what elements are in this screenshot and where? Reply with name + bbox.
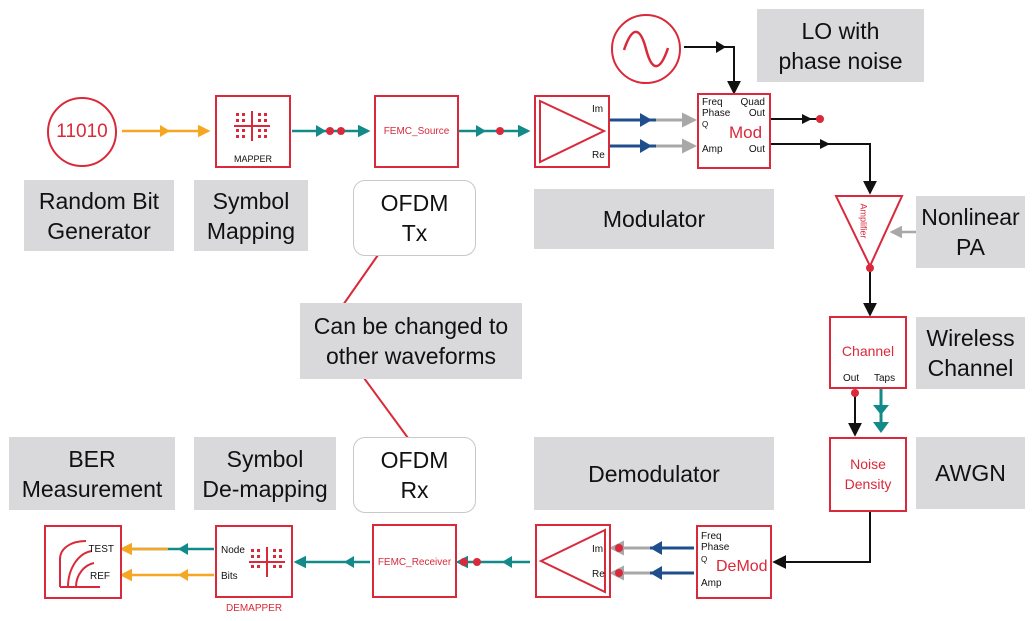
- wire-arrow-im: [640, 113, 652, 127]
- node-dot-dre: [615, 569, 623, 577]
- mod-freq-port: Freq: [702, 97, 723, 108]
- demod-block[interactable]: Freq Phase Q Amp DeMod: [696, 525, 772, 599]
- channel-title: Channel: [841, 343, 895, 359]
- node-dot-b: [337, 127, 345, 135]
- wire-arrow-dim: [650, 541, 662, 555]
- sine-wave-icon: [611, 14, 681, 84]
- amplifier-label: Amplifier: [858, 203, 869, 239]
- demod-im-out: Im: [592, 544, 604, 555]
- wire-arrow-e: [178, 543, 188, 555]
- femc-receiver-label: FEMC_Receiver: [377, 557, 452, 568]
- lo-oscillator[interactable]: [606, 12, 686, 86]
- label-random-bit-generator: Random Bit Generator: [24, 180, 174, 251]
- demapper-label: DEMAPPER: [225, 603, 283, 614]
- noise-line1: Noise: [850, 456, 886, 472]
- wire-lo-to-mod: [684, 46, 741, 95]
- wire-arrow-lo: [716, 41, 726, 53]
- wire-arrow-taps: [873, 405, 889, 415]
- mod-block[interactable]: Freq Phase Q Amp Quad Out Out Mod: [697, 93, 771, 169]
- wire-arrow-a: [316, 125, 326, 137]
- label-ofdm-rx: OFDM Rx: [353, 437, 476, 513]
- mod-q-port: Q: [702, 120, 709, 129]
- channel-block[interactable]: Channel Out Taps: [829, 316, 907, 389]
- label-ber-measurement: BER Measurement: [9, 437, 175, 510]
- demod-phase-port: Phase: [701, 542, 730, 553]
- wire-noise-to-demod: [772, 512, 871, 569]
- wire-arrow-d: [344, 556, 354, 568]
- ber-test-port: TEST: [88, 544, 114, 555]
- mod-out1-port: Out: [748, 108, 765, 119]
- demodulator-triangle-icon: [538, 528, 606, 594]
- label-awgn: AWGN: [916, 437, 1025, 509]
- mod-title: Mod: [729, 123, 763, 142]
- mod-im-port: Im: [592, 104, 604, 115]
- wire-arrow-out: [820, 139, 830, 149]
- modulator-triangle-icon: [539, 99, 607, 164]
- label-lo-phase-noise: LO with phase noise: [757, 9, 924, 82]
- wire-arrow-c: [502, 556, 512, 568]
- demodulator-block[interactable]: Im Re: [535, 524, 611, 598]
- demod-title: DeMod: [716, 558, 768, 575]
- wire-arrow-re: [640, 139, 652, 153]
- wire-arrow-quad: [802, 114, 812, 124]
- label-nonlinear-pa: Nonlinear PA: [916, 196, 1025, 268]
- femc-receiver-block[interactable]: FEMC_Receiver: [372, 524, 457, 598]
- femc-source-block[interactable]: FEMC_Source: [374, 95, 459, 168]
- mod-amp-port: Amp: [702, 144, 723, 155]
- label-demodulator: Demodulator: [534, 437, 774, 510]
- label-wireless-channel: Wireless Channel: [916, 317, 1025, 389]
- channel-out-port: Out: [843, 373, 860, 384]
- node-dot-chout: [851, 389, 859, 397]
- mod-out2-port: Out: [748, 144, 765, 155]
- wire-arrow-b: [476, 125, 486, 137]
- modulator-block[interactable]: Im Re: [534, 95, 610, 168]
- mod-re-port: Re: [592, 150, 605, 161]
- ber-meter-block[interactable]: TEST REF: [44, 525, 122, 599]
- node-dot-c: [496, 127, 504, 135]
- wire-arrow-taps2: [873, 422, 889, 433]
- label-symbol-demapping: Symbol De-mapping: [194, 437, 336, 510]
- amplifier-block[interactable]: Amplifier: [832, 194, 910, 270]
- ber-ref-port: REF: [90, 571, 110, 582]
- node-dot-dim: [615, 544, 623, 552]
- grid-icon: [249, 547, 285, 577]
- noise-line2: Density: [844, 476, 892, 492]
- label-ofdm-tx: OFDM Tx: [353, 180, 476, 256]
- noise-density-block[interactable]: Noise Density: [829, 437, 907, 512]
- node-dot-e: [473, 558, 481, 566]
- mod-quad-port: Quad: [740, 97, 765, 108]
- grid-icon: [234, 111, 270, 141]
- wire-arrow-f: [178, 569, 188, 581]
- demod-amp-port: Amp: [701, 578, 722, 589]
- wire-bits-arrow: [160, 125, 170, 137]
- demod-q-port: Q: [701, 555, 708, 564]
- node-dot-a: [326, 127, 334, 135]
- label-symbol-mapping: Symbol Mapping: [194, 180, 308, 251]
- random-bit-source[interactable]: 11010: [42, 96, 124, 168]
- mapper-label: MAPPER: [233, 154, 272, 164]
- bit-source-circle: [47, 97, 117, 167]
- amplifier-triangle-icon: [834, 195, 904, 269]
- label-modulator: Modulator: [534, 189, 774, 249]
- wire-mod-to-amp: [770, 143, 877, 195]
- wire-arrow-dre: [650, 566, 662, 580]
- node-dot-quad: [816, 115, 824, 123]
- demapper-block[interactable]: Node Bits: [215, 525, 293, 598]
- demod-freq-port: Freq: [701, 531, 722, 542]
- label-can-be-changed: Can be changed to other waveforms: [300, 303, 522, 379]
- femc-source-label: FEMC_Source: [383, 126, 450, 137]
- mapper-block[interactable]: MAPPER: [215, 95, 291, 168]
- demod-re-out: Re: [592, 569, 605, 580]
- channel-taps-port: Taps: [874, 373, 896, 384]
- mod-phase-port: Phase: [702, 108, 731, 119]
- bit-source-value: 11010: [56, 121, 108, 142]
- demapper-node-port: Node: [221, 545, 245, 556]
- ber-gauge-icon: [59, 540, 100, 588]
- waveform-link-bottom: [363, 377, 409, 439]
- node-dot-f: [460, 558, 468, 566]
- demapper-bits-port: Bits: [221, 571, 238, 582]
